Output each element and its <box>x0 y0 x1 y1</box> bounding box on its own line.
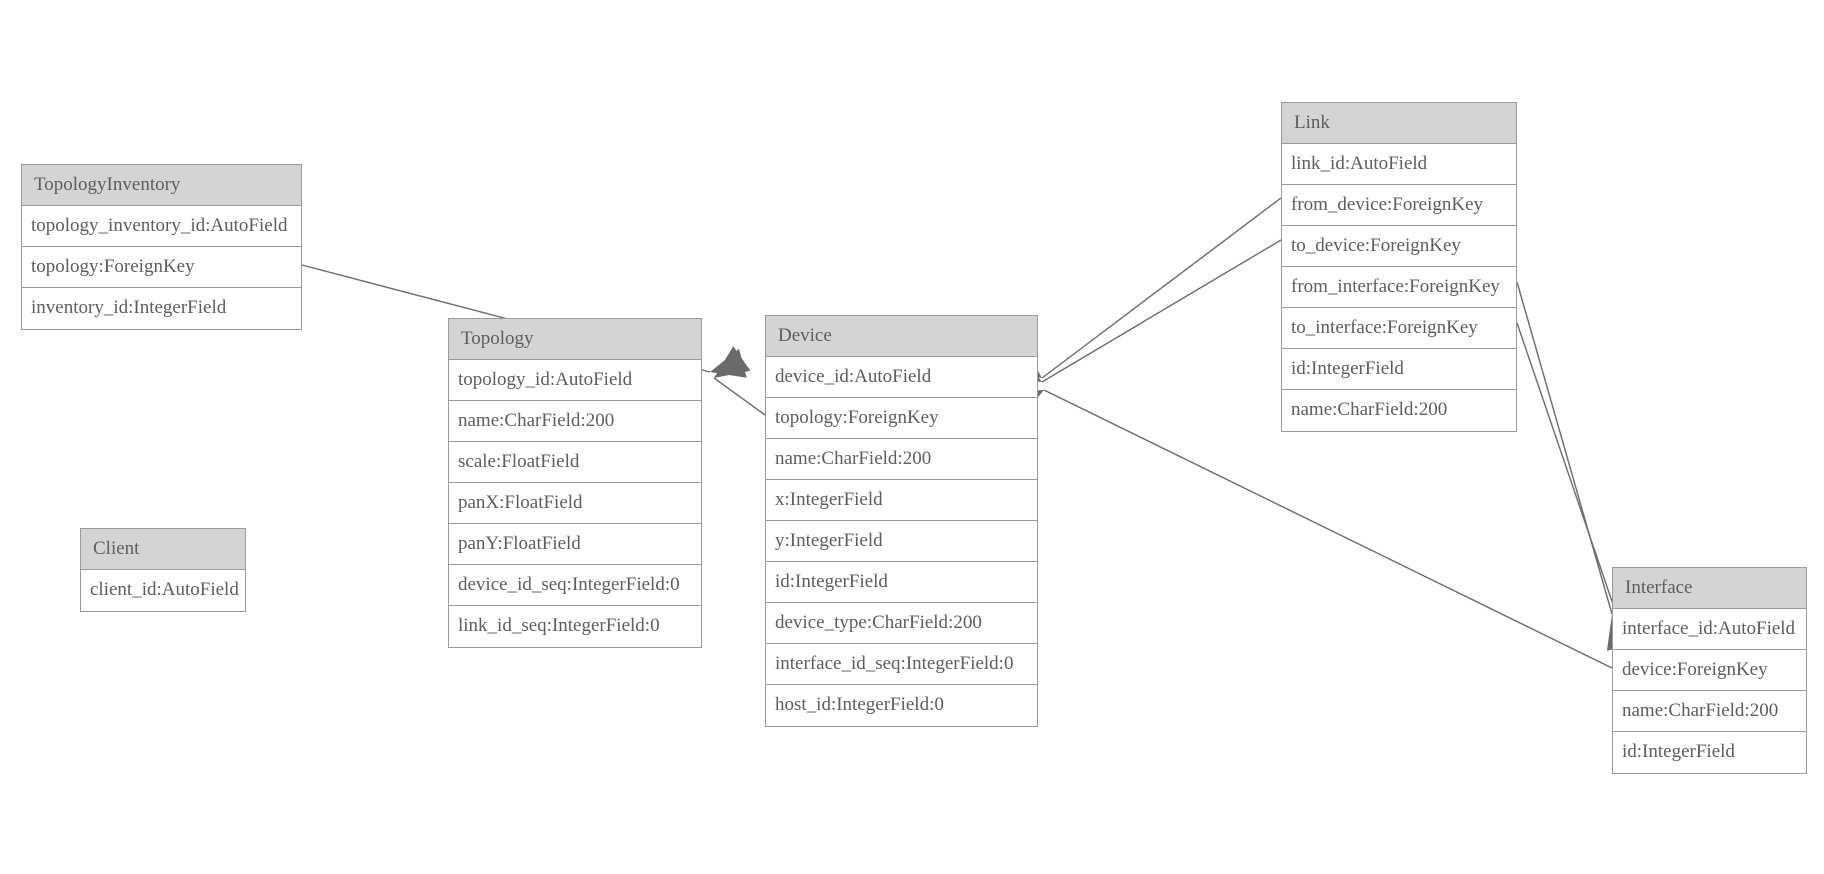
relationship-link-to-device <box>1005 239 1282 383</box>
entity-field-row: name:CharField:200 <box>1613 691 1806 732</box>
relationship-arrowhead <box>710 348 747 378</box>
entity-field-row: panX:FloatField <box>449 483 701 524</box>
entity-field-row: name:CharField:200 <box>1282 390 1516 431</box>
entity-field-row: name:CharField:200 <box>449 401 701 442</box>
entity-field-row: device_id_seq:IntegerField:0 <box>449 565 701 606</box>
entity-title-topology: Topology <box>449 319 701 360</box>
relationship-line <box>713 377 766 416</box>
entity-field-row: y:IntegerField <box>766 521 1037 562</box>
entity-field-row: topology_inventory_id:AutoField <box>22 206 301 247</box>
entity-title-topologyinventory: TopologyInventory <box>22 165 301 206</box>
entity-field-row: topology:ForeignKey <box>766 398 1037 439</box>
entity-field-row: id:IntegerField <box>766 562 1037 603</box>
entity-field-row: topology_id:AutoField <box>449 360 701 401</box>
relationship-line <box>1041 197 1282 379</box>
entity-field-row: panY:FloatField <box>449 524 701 565</box>
entity-title-device: Device <box>766 316 1037 357</box>
entity-field-row: id:IntegerField <box>1282 349 1516 390</box>
relationship-arrowhead <box>714 346 751 378</box>
entity-field-row: topology:ForeignKey <box>22 247 301 288</box>
entity-field-row: from_device:ForeignKey <box>1282 185 1516 226</box>
entity-field-row: device:ForeignKey <box>1613 650 1806 691</box>
entity-field-row: interface_id_seq:IntegerField:0 <box>766 644 1037 685</box>
entity-field-row: from_interface:ForeignKey <box>1282 267 1516 308</box>
entity-title-interface: Interface <box>1613 568 1806 609</box>
relationship-link-from-device <box>1005 197 1282 379</box>
entity-field-row: link_id_seq:IntegerField:0 <box>449 606 701 647</box>
entity-field-row: link_id:AutoField <box>1282 144 1516 185</box>
relationship-line <box>1041 239 1282 383</box>
entity-field-row: to_interface:ForeignKey <box>1282 308 1516 349</box>
entity-field-row: to_device:ForeignKey <box>1282 226 1516 267</box>
entity-field-row: device_id:AutoField <box>766 357 1037 398</box>
entity-field-row: id:IntegerField <box>1613 732 1806 773</box>
entity-field-row: scale:FloatField <box>449 442 701 483</box>
entity-field-row: client_id:AutoField <box>81 570 245 611</box>
relationship-line <box>1516 281 1613 615</box>
relationship-device-topology <box>713 346 766 416</box>
entity-title-client: Client <box>81 529 245 570</box>
entity-field-row: host_id:IntegerField:0 <box>766 685 1037 726</box>
entity-field-row: inventory_id:IntegerField <box>22 288 301 329</box>
entity-field-row: interface_id:AutoField <box>1613 609 1806 650</box>
relationship-line <box>1516 322 1618 617</box>
entity-title-link: Link <box>1282 103 1516 144</box>
entity-field-row: x:IntegerField <box>766 480 1037 521</box>
entity-field-row: name:CharField:200 <box>766 439 1037 480</box>
entity-field-row: device_type:CharField:200 <box>766 603 1037 644</box>
